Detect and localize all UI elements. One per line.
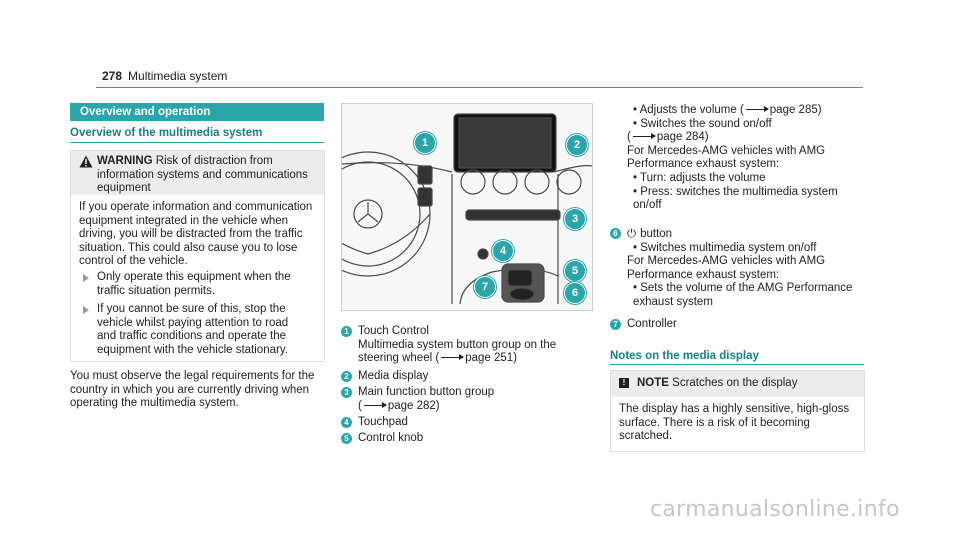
knob-bullet: • Turn: adjusts the volume bbox=[633, 171, 766, 184]
power-bullet: • Switches multimedia system on/off bbox=[633, 241, 817, 254]
knob-bullet: • Adjusts the volume ( bbox=[633, 104, 744, 116]
legend-text: ( bbox=[358, 399, 362, 412]
note-head-text: Scratches on the display bbox=[668, 377, 798, 389]
warning-header: WARNING Risk of distraction from informa… bbox=[71, 151, 324, 195]
legend-number: 5 bbox=[341, 433, 352, 444]
page-reference-link[interactable]: page 282) bbox=[387, 399, 440, 412]
note-icon: ! bbox=[619, 378, 629, 388]
legend-title: button bbox=[640, 228, 673, 240]
knob-ref-open: ( bbox=[627, 131, 631, 144]
callout-7: 7 bbox=[474, 276, 496, 298]
amg-note: For Mercedes-AMG vehicles with AMG Perfo… bbox=[627, 144, 826, 171]
warning-head-text: Risk of distraction from information sys… bbox=[97, 155, 308, 195]
knob-bullet: • Switches the sound on/off bbox=[633, 117, 772, 130]
legend-number: 3 bbox=[341, 387, 352, 398]
dashboard-figure: 1 2 3 4 5 7 6 bbox=[341, 103, 593, 311]
page-reference-link[interactable]: page 251) bbox=[465, 352, 517, 365]
header-rule bbox=[96, 87, 863, 88]
callout-2: 2 bbox=[566, 134, 588, 156]
watermark: carmanualsonline.info bbox=[650, 497, 900, 522]
page-reference-arrow-icon bbox=[363, 401, 387, 408]
subhead-rule bbox=[70, 142, 324, 143]
notes-heading: Notes on the media display bbox=[610, 350, 759, 362]
legend-title: Controller bbox=[627, 318, 677, 330]
callout-6: 6 bbox=[564, 282, 586, 304]
legend-title: Touch Control bbox=[358, 325, 429, 337]
warning-bullet-text: Only operate this equipment when the tra… bbox=[97, 271, 291, 297]
knob-bullet: • Press: switches the multimedia system … bbox=[633, 185, 838, 212]
page-reference-arrow-icon bbox=[745, 106, 769, 112]
warning-body: If you operate information and communica… bbox=[79, 201, 313, 268]
body-paragraph: You must observe the legal requirements … bbox=[70, 370, 315, 410]
legend-number: 4 bbox=[341, 417, 352, 428]
legend-number: 1 bbox=[341, 326, 352, 337]
callout-4: 4 bbox=[492, 240, 514, 262]
arrow-icon bbox=[83, 274, 89, 282]
power-bullet: • Sets the volume of the AMG Performance… bbox=[633, 282, 853, 308]
warning-label: WARNING bbox=[97, 155, 153, 167]
note-box: ! NOTE Scratches on the display The disp… bbox=[610, 370, 865, 452]
page-reference-arrow-icon bbox=[632, 133, 656, 140]
callout-1: 1 bbox=[414, 132, 436, 154]
legend-number: 7 bbox=[610, 319, 621, 330]
control-knob-details: • Adjusts the volume ( page 285) • Switch… bbox=[627, 104, 867, 213]
dashboard-illustration bbox=[342, 113, 592, 305]
legend-title: Main function button group bbox=[358, 386, 495, 398]
page-header: 278 Multimedia system bbox=[102, 69, 228, 84]
note-body: The display has a highly sensitive, high… bbox=[619, 403, 850, 443]
callout-5: 5 bbox=[564, 260, 586, 282]
legend-number: 6 bbox=[610, 228, 621, 239]
warning-box: WARNING Risk of distraction from informa… bbox=[70, 150, 325, 362]
legend-title: Media display bbox=[358, 370, 429, 382]
legend-number: 2 bbox=[341, 371, 352, 382]
note-header: ! NOTE Scratches on the display bbox=[611, 371, 864, 397]
notes-rule bbox=[610, 364, 864, 365]
legend-text: Multimedia system button group on the st… bbox=[358, 338, 557, 365]
callout-3: 3 bbox=[564, 208, 586, 230]
power-icon: ⏻ bbox=[627, 226, 637, 240]
section-title: Multimedia system bbox=[128, 69, 228, 83]
page-number: 278 bbox=[102, 69, 123, 83]
note-label: NOTE bbox=[637, 377, 669, 389]
page-reference-link[interactable]: page 284) bbox=[656, 131, 709, 144]
section-banner: Overview and operation bbox=[70, 103, 324, 121]
legend-title: Touchpad bbox=[358, 416, 408, 428]
subsection-heading: Overview of the multimedia system bbox=[70, 127, 263, 139]
warning-icon bbox=[79, 155, 93, 168]
arrow-icon bbox=[83, 306, 89, 314]
legend-title: Control knob bbox=[358, 432, 424, 444]
warning-bullet-text: If you cannot be sure of this, stop the … bbox=[97, 303, 289, 356]
page-reference-arrow-icon bbox=[441, 354, 465, 361]
amg-note: For Mercedes-AMG vehicles with AMG Perfo… bbox=[627, 255, 826, 281]
page-reference-link[interactable]: page 285) bbox=[769, 104, 822, 116]
